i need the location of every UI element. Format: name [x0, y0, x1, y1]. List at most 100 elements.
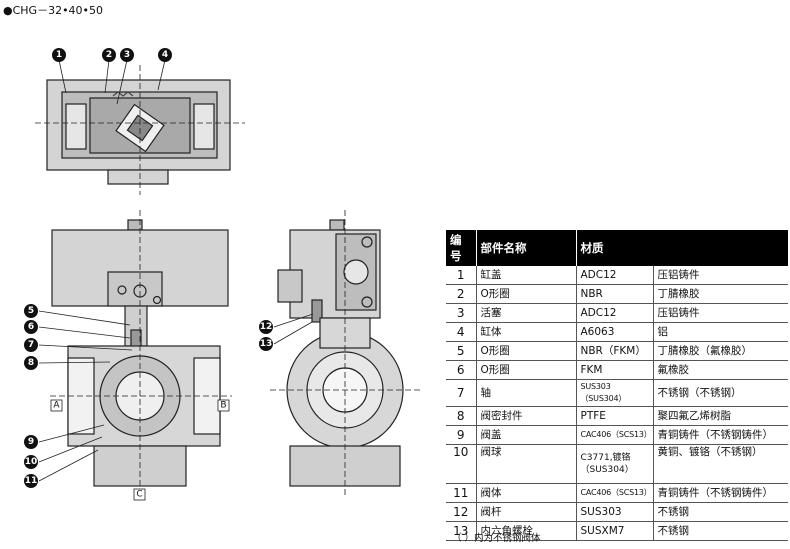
svg-text:6: 6 — [28, 322, 34, 332]
header-number: 编号 — [446, 230, 477, 266]
svg-text:B: B — [220, 401, 226, 411]
svg-text:7: 7 — [28, 340, 34, 350]
row-material-cn: 氟橡胶 — [653, 360, 788, 380]
row-material: SUSXM7 — [576, 521, 654, 541]
row-part-name: O形圈 — [476, 360, 577, 380]
callout-6: 6 — [24, 320, 38, 334]
row-material: NBR（FKM） — [576, 341, 654, 361]
row-material: NBR — [576, 284, 654, 304]
row-number: 5 — [446, 341, 477, 361]
row-material-cn: 铝 — [653, 322, 788, 342]
row-material-cn: 丁腈橡胶（氟橡胶） — [653, 341, 788, 361]
row-material-cn: 不锈钢 — [653, 521, 788, 541]
table-footnote: （ ）内为不锈钢阀体 — [452, 533, 541, 544]
svg-text:4: 4 — [162, 50, 168, 60]
valve-cross-section-diagram: 1 2 3 4 5 6 7 8 9 10 11 12 13 A B C — [24, 48, 420, 501]
row-material: SUS303（SUS304） — [576, 379, 654, 407]
row-material: C3771,镀铬 （SUS304） — [576, 444, 654, 484]
svg-text:8: 8 — [28, 358, 34, 368]
model-title: ●CHG－32•40•50 — [3, 4, 104, 17]
callout-4: 4 — [158, 48, 172, 62]
svg-text:3: 3 — [124, 50, 130, 60]
row-material-cn: 丁腈橡胶 — [653, 284, 788, 304]
row-material-cn: 压铝铸件 — [653, 303, 788, 323]
svg-text:1: 1 — [56, 50, 62, 60]
row-material-cn: 青铜铸件（不锈钢铸件） — [653, 483, 788, 503]
valve-side-view — [270, 210, 420, 498]
row-number: 3 — [446, 303, 477, 323]
row-number: 10 — [446, 444, 477, 484]
svg-text:5: 5 — [28, 306, 34, 316]
row-part-name: 内六角螺栓 — [476, 521, 577, 541]
row-material: CAC406（SCS13） — [576, 425, 654, 445]
row-number: 4 — [446, 322, 477, 342]
svg-text:9: 9 — [28, 437, 34, 447]
row-part-name: 阀球 — [476, 444, 577, 484]
row-material-cn: 不锈钢（不锈钢） — [653, 379, 788, 407]
callout-3: 3 — [120, 48, 134, 62]
callout-10: 10 — [24, 455, 38, 469]
row-material: PTFE — [576, 406, 654, 426]
row-material: CAC406（SCS13） — [576, 483, 654, 503]
row-part-name: 活塞 — [476, 303, 577, 323]
row-material: A6063 — [576, 322, 654, 342]
row-number: 9 — [446, 425, 477, 445]
row-material-cn: 聚四氟乙烯树脂 — [653, 406, 788, 426]
callout-9: 9 — [24, 435, 38, 449]
callout-1: 1 — [52, 48, 66, 62]
row-number: 2 — [446, 284, 477, 304]
row-material-cn: 青铜铸件（不锈钢铸件） — [653, 425, 788, 445]
port-b-label: B — [217, 399, 230, 412]
leader-lines — [38, 59, 314, 482]
callout-12: 12 — [259, 320, 273, 334]
port-a-label: A — [50, 399, 63, 412]
svg-text:A: A — [53, 401, 60, 411]
row-material-cn: 黄铜、镀铬（不锈钢） — [653, 444, 788, 484]
svg-text:12: 12 — [260, 322, 273, 332]
table-header-row: 编号 部件名称 材质 — [446, 230, 789, 266]
row-material-cn: 压铝铸件 — [653, 266, 788, 285]
callout-13: 13 — [259, 337, 273, 351]
row-material: ADC12 — [576, 266, 654, 285]
row-part-name: O形圈 — [476, 284, 577, 304]
row-part-name: O形圈 — [476, 341, 577, 361]
svg-text:C: C — [136, 490, 142, 500]
row-material: SUS303 — [576, 502, 654, 522]
row-part-name: 轴 — [476, 379, 577, 407]
row-number: 12 — [446, 502, 477, 522]
header-part-name: 部件名称 — [476, 230, 577, 266]
row-material-cn: 不锈钢 — [653, 502, 788, 522]
row-part-name: 阀密封件 — [476, 406, 577, 426]
row-number: 7 — [446, 379, 477, 407]
valve-front-view — [50, 210, 232, 498]
row-number: 13 — [446, 521, 477, 541]
actuator-top-view — [35, 65, 245, 195]
row-part-name: 阀杆 — [476, 502, 577, 522]
row-number: 6 — [446, 360, 477, 380]
callout-5: 5 — [24, 304, 38, 318]
port-c-label: C — [133, 488, 146, 501]
callout-2: 2 — [102, 48, 116, 62]
row-part-name: 缸盖 — [476, 266, 577, 285]
header-material: 材质 — [576, 230, 789, 266]
row-part-name: 缸体 — [476, 322, 577, 342]
callout-7: 7 — [24, 338, 38, 352]
row-part-name: 阀盖 — [476, 425, 577, 445]
row-material: FKM — [576, 360, 654, 380]
svg-text:2: 2 — [106, 50, 112, 60]
callout-8: 8 — [24, 356, 38, 370]
